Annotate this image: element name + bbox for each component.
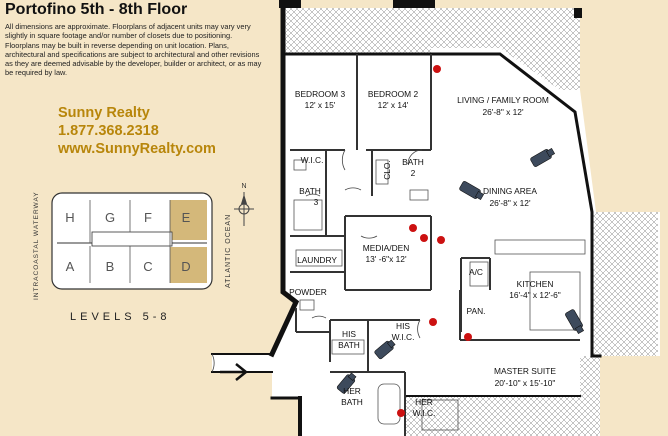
unit-e-highlight <box>170 200 207 240</box>
exterior-walls <box>211 0 602 436</box>
bedroom3-dims: 12' x 15' <box>305 100 336 110</box>
bath2-num: 2 <box>411 168 416 178</box>
camera-icon-her-bath <box>336 372 357 394</box>
dining-label: DINING AREA <box>483 186 537 196</box>
master-label: MASTER SUITE <box>494 366 556 376</box>
her-wic-label-2: W.I.C. <box>413 408 436 418</box>
balcony-bedrooms <box>283 8 431 54</box>
bath3-num: 3 <box>314 197 319 207</box>
his-bath-label-2: BATH <box>338 340 360 350</box>
unit-label-e: E <box>182 210 191 225</box>
unit-label-f: F <box>144 210 152 225</box>
living-dims: 26'-8" x 12' <box>482 107 523 117</box>
camera-icon-living <box>530 147 556 167</box>
her-wic-label-1: HER <box>415 397 433 407</box>
balcony-master <box>580 356 600 436</box>
unit-label-c: C <box>143 259 152 274</box>
master-dims: 20'-10" x 15'-10" <box>495 378 556 388</box>
disclaimer-text: All dimensions are approximate. Floorpla… <box>5 22 262 78</box>
unit-label-a: A <box>66 259 75 274</box>
key-plan-building <box>51 192 213 290</box>
unit-label-b: B <box>106 259 115 274</box>
bedroom2-dims: 12' x 14' <box>378 100 409 110</box>
camera-icon-dining <box>459 181 485 201</box>
powder-label: POWDER <box>289 287 327 297</box>
pan-label: PAN. <box>467 306 486 316</box>
kitchen-dims: 16'-4" x 12'-6" <box>509 290 561 300</box>
balcony-living <box>431 8 580 90</box>
unit-label-g: G <box>105 210 115 225</box>
his-bath-label-1: HIS <box>342 329 356 339</box>
intracoastal-label: INTRACOASTAL WATERWAY <box>33 191 40 300</box>
balcony-kitchen <box>592 212 658 356</box>
kitchen-label: KITCHEN <box>517 279 554 289</box>
realty-name: Sunny Realty <box>58 105 150 121</box>
atlantic-label: ATLANTIC OCEAN <box>225 214 232 288</box>
page-title: Portofino 5th - 8th Floor <box>5 1 188 18</box>
compass-north-label: N <box>241 183 246 190</box>
media-label: MEDIA/DEN <box>363 243 410 253</box>
living-label: LIVING / FAMILY ROOM <box>457 95 549 105</box>
bath2-label: BATH <box>402 157 424 167</box>
camera-icon-his-bath <box>374 339 396 360</box>
unit-label-d: D <box>181 259 190 274</box>
realty-website[interactable]: www.SunnyRealty.com <box>58 141 216 157</box>
bedroom3-label: BEDROOM 3 <box>295 89 346 99</box>
fixtures <box>293 159 586 431</box>
key-plan: H G F E A B C D INTRACOASTAL WATERWAY AT… <box>33 183 254 300</box>
clo-label: CLO. <box>382 160 392 180</box>
red-dots <box>397 65 472 417</box>
red-dot-master <box>429 318 437 326</box>
levels-label: LEVELS 5-8 <box>70 311 171 323</box>
red-dot-kitchen <box>464 333 472 341</box>
camera-icons <box>336 147 585 394</box>
wic1-label: W.I.C. <box>301 155 324 165</box>
her-bath-label-1: HER <box>343 386 361 396</box>
red-dot-media-2 <box>420 234 428 242</box>
ac-label: A/C <box>469 267 483 277</box>
bath3-label: BATH <box>299 186 321 196</box>
balcony-master-bottom <box>405 396 580 436</box>
unit-label-h: H <box>65 210 74 225</box>
media-dims: 13' -6"x 12' <box>365 254 406 264</box>
camera-icon-kitchen <box>565 309 585 335</box>
his-wic-label-1: HIS <box>396 321 410 331</box>
bedroom2-label: BEDROOM 2 <box>368 89 419 99</box>
red-dot-living <box>433 65 441 73</box>
compass-icon: N <box>234 183 254 226</box>
dining-dims: 26'-8" x 12' <box>489 198 530 208</box>
her-bath-label-2: BATH <box>341 397 363 407</box>
red-dot-media-1 <box>409 224 417 232</box>
unit-d-highlight <box>170 247 207 283</box>
laundry-label: LAUNDRY <box>297 255 337 265</box>
floor-area <box>212 8 660 436</box>
door-swings <box>211 149 423 373</box>
realty-phone[interactable]: 1.877.368.2318 <box>58 123 159 139</box>
red-dot-her-bath <box>397 409 405 417</box>
his-wic-label-2: W.I.C. <box>392 332 415 342</box>
red-dot-media-3 <box>437 236 445 244</box>
interior-walls <box>290 54 580 436</box>
wall-column-ne <box>574 8 582 18</box>
entry-arrow-icon <box>220 363 249 381</box>
